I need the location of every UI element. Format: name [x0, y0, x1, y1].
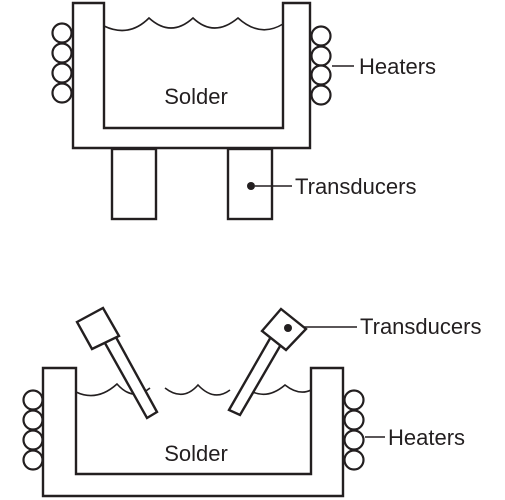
bottom-transducer-right: [227, 307, 308, 417]
bottom-heaters-label: Heaters: [388, 425, 465, 450]
top-right-heater-coils: [310, 25, 332, 106]
bottom-right-heater-coils: [343, 389, 365, 471]
top-vessel: [71, 1, 312, 150]
bottom-transducer-left: [75, 306, 159, 420]
top-heaters-label: Heaters: [359, 54, 436, 79]
bottom-left-heater-coils: [22, 389, 44, 471]
top-solder-surface: [103, 16, 284, 32]
bottom-solder-surface: [75, 382, 312, 397]
top-transducer-left: [110, 147, 158, 221]
top-transducers-label: Transducers: [295, 174, 416, 199]
bottom-solder-label: Solder: [164, 441, 228, 466]
bottom-vessel: [41, 366, 345, 498]
top-transducer-right: [226, 147, 274, 221]
top-left-heater-coils: [51, 22, 73, 104]
top-figure: Solder Heaters Transducers: [51, 1, 436, 221]
top-solder-label: Solder: [164, 84, 228, 109]
bottom-transducer-pointer-dot: [284, 324, 292, 332]
bottom-transducers-label: Transducers: [360, 314, 481, 339]
top-transducer-pointer-dot: [247, 182, 255, 190]
bottom-figure: Solder Heaters Transducers: [22, 306, 481, 498]
